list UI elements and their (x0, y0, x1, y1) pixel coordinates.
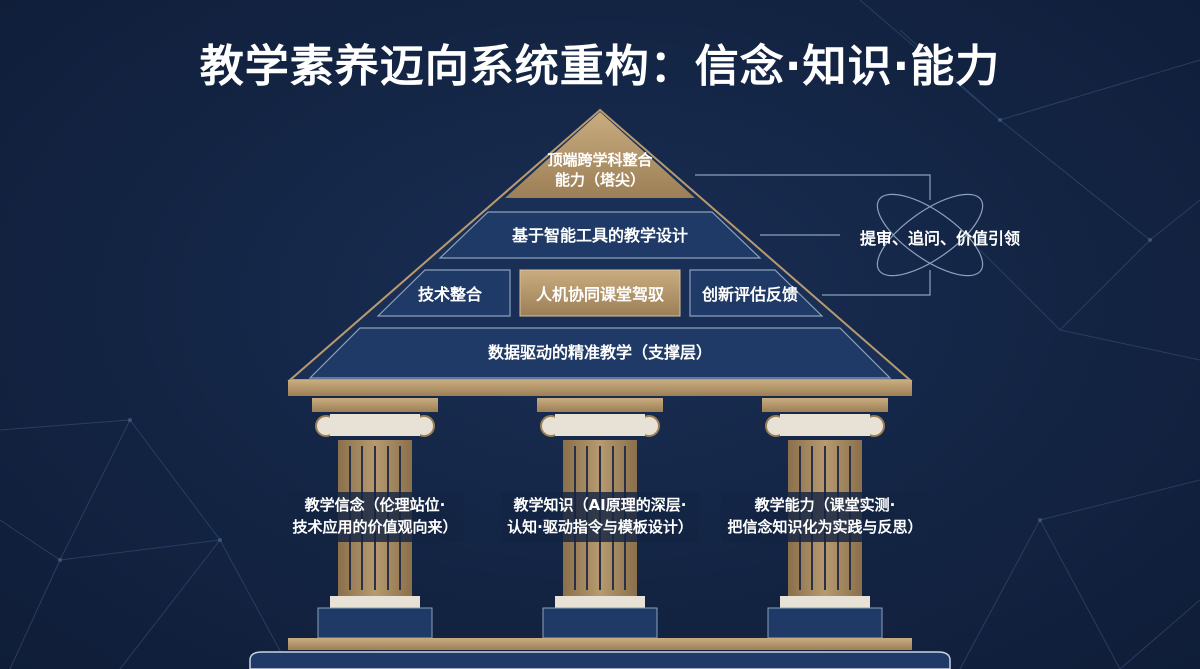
connector-lines (695, 174, 931, 296)
pillar-label-ability: 教学能力（课堂实测· 把信念知识化为实践与反思） (721, 492, 929, 542)
tier3-left-block (376, 269, 511, 317)
apex-label: 顶端跨学科整合 能力（塔尖） (547, 151, 653, 190)
atom-icon (876, 193, 984, 277)
tier2-block (438, 211, 762, 259)
side-note: 提审、追问、价值引领 (859, 229, 1020, 248)
apex-block (505, 112, 695, 198)
page-title: 教学素养迈向系统重构：信念·知识·能力 (199, 41, 1001, 92)
base-block (308, 327, 892, 379)
tier3-right-block (689, 269, 824, 317)
pillar-label-knowledge: 教学知识（AI原理的深层· 认知·驱动指令与模板设计） (501, 492, 699, 542)
tier3-center-block (519, 269, 681, 317)
base-step (249, 651, 951, 669)
stylobate (288, 638, 912, 650)
pillar-label-belief: 教学信念（伦理站位· 技术应用的价值观向来） (286, 492, 464, 542)
tier3-center-label: 人机协同课堂驾驭 (535, 285, 664, 304)
base-label: 数据驱动的精准教学（支撑层） (487, 343, 712, 362)
entablature (288, 380, 912, 396)
tier3-right-label: 创新评估反馈 (701, 285, 798, 304)
tier3-left-label: 技术整合 (417, 285, 482, 304)
tier2-label: 基于智能工具的教学设计 (511, 226, 688, 245)
